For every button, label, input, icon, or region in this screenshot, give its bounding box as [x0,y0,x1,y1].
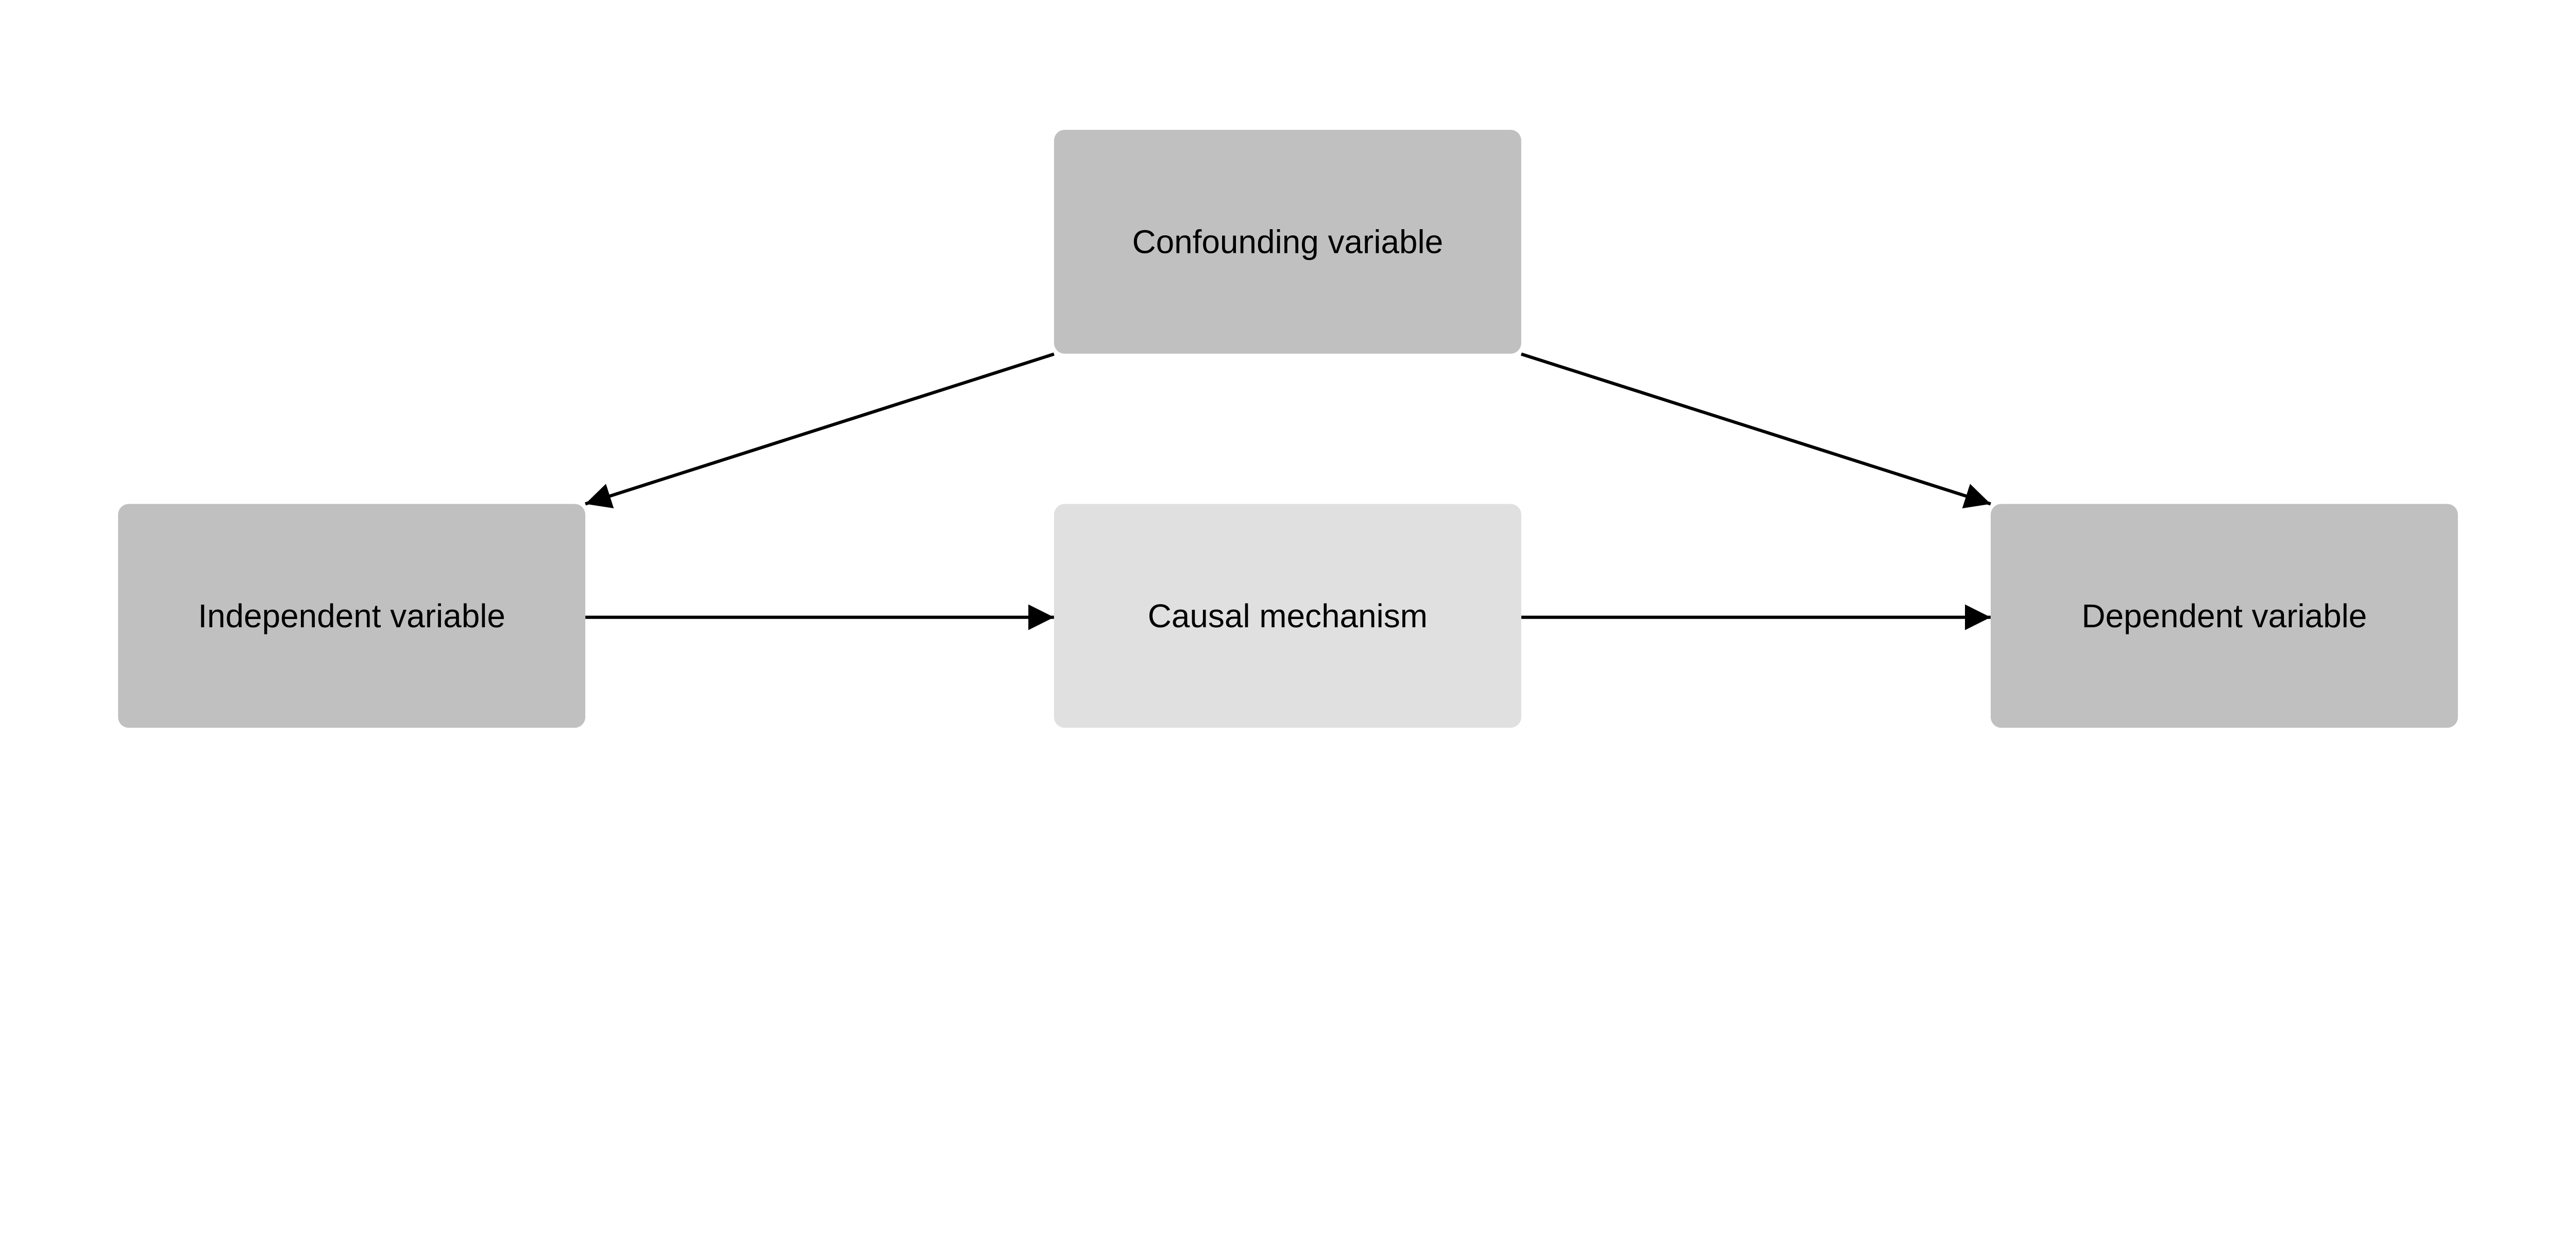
node-independent: Independent variable [118,504,586,728]
node-dependent: Dependent variable [1990,504,2458,728]
node-confounding: Confounding variable [1054,130,1521,354]
node-label: Confounding variable [1132,224,1443,261]
edge-confounding-to-independent [585,352,1055,509]
node-label: Independent variable [198,597,505,634]
edge-confounding-to-dependent [1520,352,1991,509]
node-box [1054,130,1521,354]
edges-layer [585,352,1991,630]
node-box [1990,504,2458,728]
node-label: Causal mechanism [1148,597,1428,634]
node-box [1054,504,1521,728]
node-box [118,504,586,728]
node-mechanism: Causal mechanism [1054,504,1521,728]
node-label: Dependent variable [2081,597,2367,634]
